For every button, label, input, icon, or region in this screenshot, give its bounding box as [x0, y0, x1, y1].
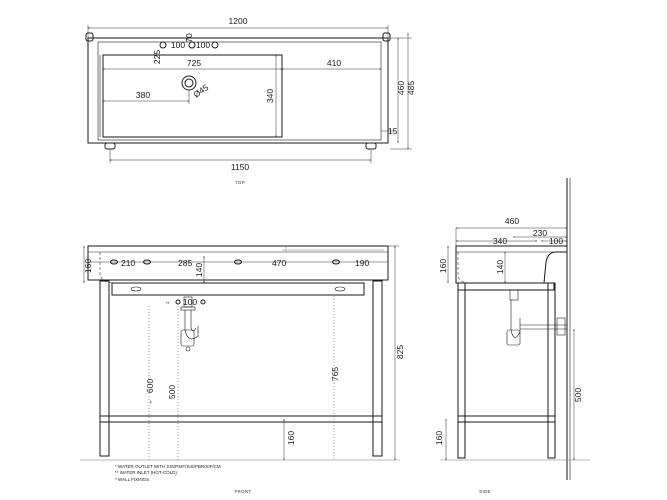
- dim-hole-4: 190: [355, 258, 369, 268]
- side-dim-inner: 340: [493, 236, 507, 246]
- top-rim-outline: [97, 41, 382, 141]
- top-drain-outer: [181, 75, 197, 91]
- dim-depth-inner: 460: [396, 81, 406, 95]
- front-leg-left: [99, 280, 110, 457]
- top-foot-left: [104, 142, 116, 150]
- side-dim-wall-height: 500: [573, 388, 583, 402]
- top-outer-outline: [87, 37, 389, 144]
- dim-height-rim: 160: [83, 259, 93, 273]
- dim-tap-spacing-1: 100: [171, 40, 185, 50]
- side-frame-bar: [457, 282, 555, 291]
- dim-depth-outer: 485: [406, 81, 416, 95]
- front-leg-right: [372, 280, 383, 457]
- side-leg-back: [547, 282, 556, 459]
- front-shelf-bar: [99, 415, 383, 423]
- top-tap-hole-left: [159, 41, 167, 49]
- dim-bowl-depth: 340: [265, 89, 275, 103]
- side-view-caption: SIDE: [479, 489, 491, 494]
- side-leg-front: [457, 282, 466, 459]
- side-dim-depth: 460: [505, 216, 519, 226]
- side-view: 460 340 230 100 160 140 500 160 SIDE: [434, 178, 590, 494]
- dim-shelf-width: 410: [327, 58, 341, 68]
- dim-tap-offset: 225: [152, 50, 162, 64]
- dim-outlet-height: 600: [145, 379, 155, 393]
- dim-total-width: 1200: [229, 16, 248, 26]
- side-dim-shelf-height: 160: [434, 431, 444, 445]
- front-inlet-cold: [200, 299, 206, 305]
- dim-tap-height: 70: [184, 33, 194, 43]
- dim-trap-spacing: 100: [183, 297, 197, 307]
- front-trap: [180, 296, 199, 352]
- dim-rim-front: 15: [388, 126, 398, 136]
- dim-hole-1: 210: [121, 258, 135, 268]
- top-view-caption: TOP: [235, 180, 245, 185]
- front-note-2: ** WATER INLET (HOT-COLD): [115, 470, 177, 475]
- dim-bowl-width: 725: [187, 58, 201, 68]
- dim-basin-drop: 140: [194, 263, 204, 277]
- front-frame-bar: [111, 282, 365, 296]
- side-trap: [506, 289, 567, 346]
- top-foot-right: [365, 142, 377, 150]
- svg-text:**: **: [149, 400, 154, 404]
- front-view: 100 ** 210 285 470 190 160 140 600 ** 50…: [80, 245, 405, 494]
- top-tap-hole-right: [211, 41, 219, 49]
- dim-frame-width: 1150: [231, 162, 250, 172]
- front-note-1: * WATER OUTLET WITH SIS/PSIF/SIS/PBR/SIF…: [115, 464, 221, 469]
- dim-inlet-height: 500: [167, 385, 177, 399]
- side-dim-basin-drop: 140: [495, 260, 505, 274]
- top-bracket-right: [382, 32, 391, 42]
- dim-drain-diameter: Ø45: [191, 82, 210, 100]
- top-view: 1200 100 100 70 225 725 410 380 Ø45 340 …: [85, 16, 416, 185]
- front-note-3: * WALL FIXINGS: [115, 477, 149, 482]
- top-drain-inner: [184, 78, 194, 88]
- front-basin-body: [87, 245, 389, 281]
- front-inlet-mark: **: [166, 301, 170, 306]
- side-dim-100: 100: [549, 236, 563, 246]
- dim-drain-offset: 380: [136, 90, 150, 100]
- dim-hole-3: 470: [272, 258, 286, 268]
- dim-hole-2: 285: [178, 258, 192, 268]
- top-bowl: [102, 54, 283, 138]
- dim-shelf-height: 160: [286, 431, 296, 445]
- dim-total-height: 825: [395, 345, 405, 359]
- side-shelf-bar: [457, 415, 556, 423]
- top-tap-hole-center: [188, 41, 196, 49]
- front-view-caption: FRONT: [235, 489, 252, 494]
- dim-tap-spacing-2: 100: [196, 40, 210, 50]
- side-dim-230: 230: [533, 228, 547, 238]
- dim-wall-fixing-height: 765: [330, 367, 340, 381]
- side-dim-height-rim: 160: [438, 259, 448, 273]
- top-bracket-left: [85, 32, 94, 42]
- front-inlet-hot: [175, 299, 181, 305]
- side-basin: [455, 245, 568, 284]
